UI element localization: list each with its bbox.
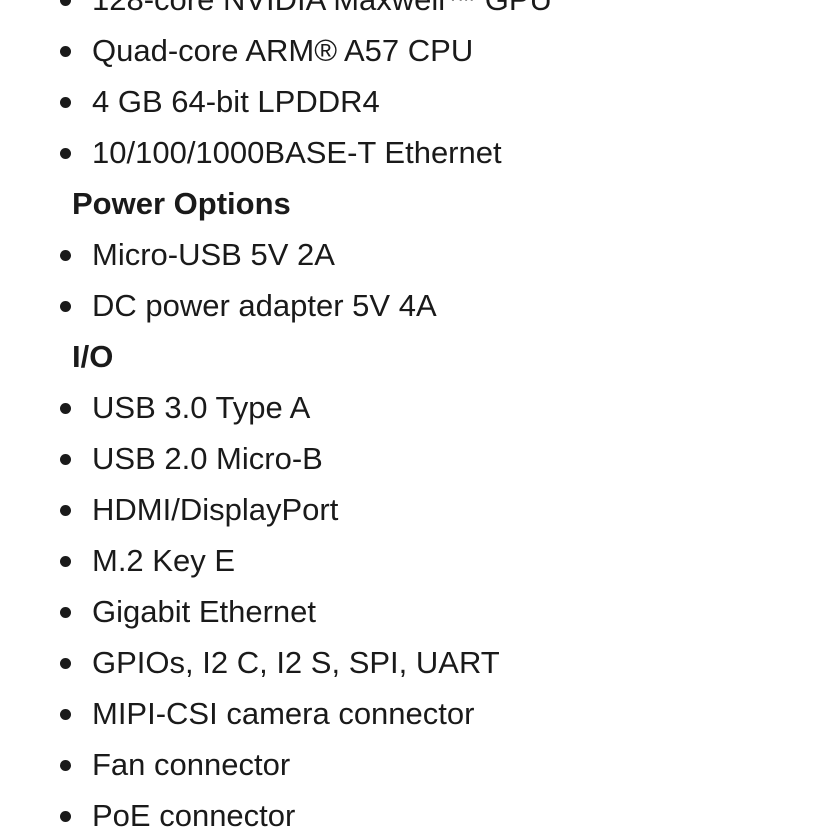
list-item-text: GPIOs, I2 C, I2 S, SPI, UART bbox=[92, 645, 500, 680]
section-heading-text: Power Options bbox=[72, 186, 291, 221]
list-item-text: Micro-USB 5V 2A bbox=[92, 237, 335, 272]
bullet-icon bbox=[60, 658, 71, 669]
list-item-text: DC power adapter 5V 4A bbox=[92, 288, 437, 323]
section-heading-text: I/O bbox=[72, 339, 114, 374]
list-item-dc-power: DC power adapter 5V 4A bbox=[0, 280, 838, 331]
bullet-icon bbox=[60, 403, 71, 414]
list-item-hdmi: HDMI/DisplayPort bbox=[0, 484, 838, 535]
bullet-icon bbox=[60, 760, 71, 771]
bullet-icon bbox=[60, 250, 71, 261]
list-item-camera: MIPI-CSI camera connector bbox=[0, 688, 838, 739]
section-heading-power-options: Power Options bbox=[0, 178, 838, 229]
list-item-text: USB 2.0 Micro-B bbox=[92, 441, 323, 476]
list-item-usb2: USB 2.0 Micro-B bbox=[0, 433, 838, 484]
bullet-icon bbox=[60, 148, 71, 159]
bullet-icon bbox=[60, 607, 71, 618]
list-item-text: Fan connector bbox=[92, 747, 291, 782]
list-item-gpu: 128-core NVIDIA Maxwell™ GPU bbox=[0, 0, 838, 25]
list-item-usb3: USB 3.0 Type A bbox=[0, 382, 838, 433]
list-item-cpu: Quad-core ARM® A57 CPU bbox=[0, 25, 838, 76]
list-item-text: M.2 Key E bbox=[92, 543, 235, 578]
list-item-text: USB 3.0 Type A bbox=[92, 390, 311, 425]
list-item-text: Quad-core ARM® A57 CPU bbox=[92, 33, 474, 68]
bullet-icon bbox=[60, 46, 71, 57]
list-item-fan: Fan connector bbox=[0, 739, 838, 790]
bullet-icon bbox=[60, 709, 71, 720]
list-item-text: HDMI/DisplayPort bbox=[92, 492, 339, 527]
list-item-gpio: GPIOs, I2 C, I2 S, SPI, UART bbox=[0, 637, 838, 688]
list-item-ethernet: 10/100/1000BASE-T Ethernet bbox=[0, 127, 838, 178]
list-item-text: 10/100/1000BASE-T Ethernet bbox=[92, 135, 502, 170]
list-item-memory: 4 GB 64-bit LPDDR4 bbox=[0, 76, 838, 127]
list-item-m2: M.2 Key E bbox=[0, 535, 838, 586]
bullet-icon bbox=[60, 811, 71, 822]
list-item-text: Gigabit Ethernet bbox=[92, 594, 317, 629]
list-item-micro-usb-power: Micro-USB 5V 2A bbox=[0, 229, 838, 280]
list-item-poe: PoE connector bbox=[0, 790, 838, 838]
bullet-icon bbox=[60, 454, 71, 465]
list-item-text: PoE connector bbox=[92, 798, 296, 833]
bullet-icon bbox=[60, 301, 71, 312]
bullet-icon bbox=[60, 97, 71, 108]
bullet-icon bbox=[60, 505, 71, 516]
list-item-text: MIPI-CSI camera connector bbox=[92, 696, 475, 731]
bullet-icon bbox=[60, 0, 71, 6]
list-item-gigabit-ethernet: Gigabit Ethernet bbox=[0, 586, 838, 637]
bullet-icon bbox=[60, 556, 71, 567]
section-heading-io: I/O bbox=[0, 331, 838, 382]
list-item-text: 128-core NVIDIA Maxwell™ GPU bbox=[92, 0, 552, 25]
list-item-text: 4 GB 64-bit LPDDR4 bbox=[92, 84, 380, 119]
